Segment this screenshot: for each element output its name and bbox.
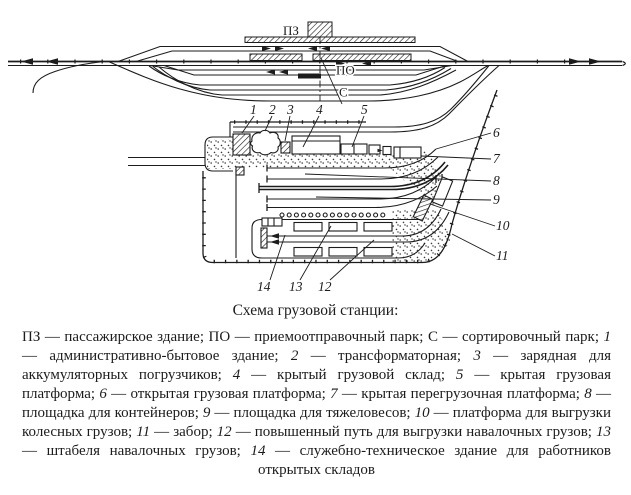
number-labels: 1 2 3 4 5 6 7 8 9 10 11 12 13 14 bbox=[249, 101, 511, 296]
label-po: ПО bbox=[336, 63, 355, 78]
legend-key: 10 bbox=[414, 405, 430, 421]
label-s: С bbox=[339, 85, 348, 100]
station-mini-arrows bbox=[262, 45, 330, 79]
main-line bbox=[8, 58, 626, 67]
label-6: 6 bbox=[493, 125, 500, 140]
label-10: 10 bbox=[496, 218, 510, 233]
service-building bbox=[261, 217, 283, 227]
ramp bbox=[412, 194, 434, 222]
legend-key: 8 bbox=[584, 386, 592, 402]
yard-buildings bbox=[232, 129, 422, 249]
caption: Схема грузовой станции: ПЗ — пассажирско… bbox=[0, 302, 631, 480]
container-tracks bbox=[258, 148, 449, 211]
legend-paragraph: ПЗ — пассажирское здание; ПО — приемоотп… bbox=[22, 329, 612, 478]
leader-lines bbox=[241, 115, 496, 281]
yard-fence bbox=[202, 89, 498, 264]
legend-key: С bbox=[427, 329, 438, 345]
legend-key: 14 bbox=[250, 443, 266, 459]
transformer bbox=[250, 129, 281, 156]
charging-station bbox=[280, 141, 291, 154]
transfer-platform bbox=[393, 146, 422, 159]
storage-area bbox=[251, 208, 450, 259]
station-labels: ПЗ ПО С bbox=[282, 22, 357, 102]
entrance-porch bbox=[204, 136, 233, 172]
admin-building bbox=[232, 133, 251, 156]
legend-key: 2 bbox=[290, 348, 299, 364]
gate-mark bbox=[235, 166, 245, 176]
label-3: 3 bbox=[286, 102, 294, 117]
legend-key: 12 bbox=[216, 424, 232, 440]
legend-key: ПО bbox=[208, 329, 231, 345]
legend-key: 5 bbox=[455, 367, 464, 383]
legend-key: 4 bbox=[232, 367, 241, 383]
passenger-platforms bbox=[244, 21, 416, 61]
label-12: 12 bbox=[318, 279, 332, 294]
label-2: 2 bbox=[269, 102, 276, 117]
label-1: 1 bbox=[250, 102, 257, 117]
yard-entry-curves bbox=[233, 65, 500, 133]
label-11: 11 bbox=[496, 248, 509, 263]
station-axis bbox=[319, 37, 343, 105]
label-14: 14 bbox=[257, 279, 271, 294]
legend-key: 11 bbox=[136, 424, 151, 440]
sorting-park-outline bbox=[108, 61, 489, 102]
direction-arrows bbox=[21, 58, 601, 67]
legend-key: 13 bbox=[596, 424, 612, 440]
label-4: 4 bbox=[316, 102, 323, 117]
label-5: 5 bbox=[361, 102, 368, 117]
label-7: 7 bbox=[493, 151, 501, 166]
passenger-building bbox=[307, 21, 333, 38]
label-13: 13 bbox=[289, 279, 303, 294]
paved-areas bbox=[207, 139, 452, 263]
legend-key: ПЗ bbox=[22, 329, 41, 345]
label-pz: ПЗ bbox=[283, 23, 299, 38]
elevated-track bbox=[266, 208, 442, 237]
legend-key: 9 bbox=[202, 405, 211, 421]
platform-mark bbox=[298, 73, 321, 79]
covered-warehouse bbox=[291, 135, 341, 155]
figure-title: Схема грузовой станции: bbox=[232, 302, 399, 319]
bulk-stacks bbox=[293, 221, 393, 257]
label-8: 8 bbox=[493, 173, 500, 188]
exhaust-track bbox=[32, 60, 105, 94]
legend-key: 3 bbox=[473, 348, 481, 364]
access-roads bbox=[128, 156, 237, 258]
elevated-track-circles bbox=[279, 212, 386, 218]
legend-key: 6 bbox=[99, 386, 107, 402]
legend-key: 1 bbox=[603, 329, 612, 345]
label-9: 9 bbox=[493, 192, 500, 207]
station-scheme-drawing: ПЗ ПО С 1 2 3 4 5 6 7 8 9 10 11 12 13 14 bbox=[8, 21, 626, 296]
legend-key: 7 bbox=[330, 386, 338, 402]
